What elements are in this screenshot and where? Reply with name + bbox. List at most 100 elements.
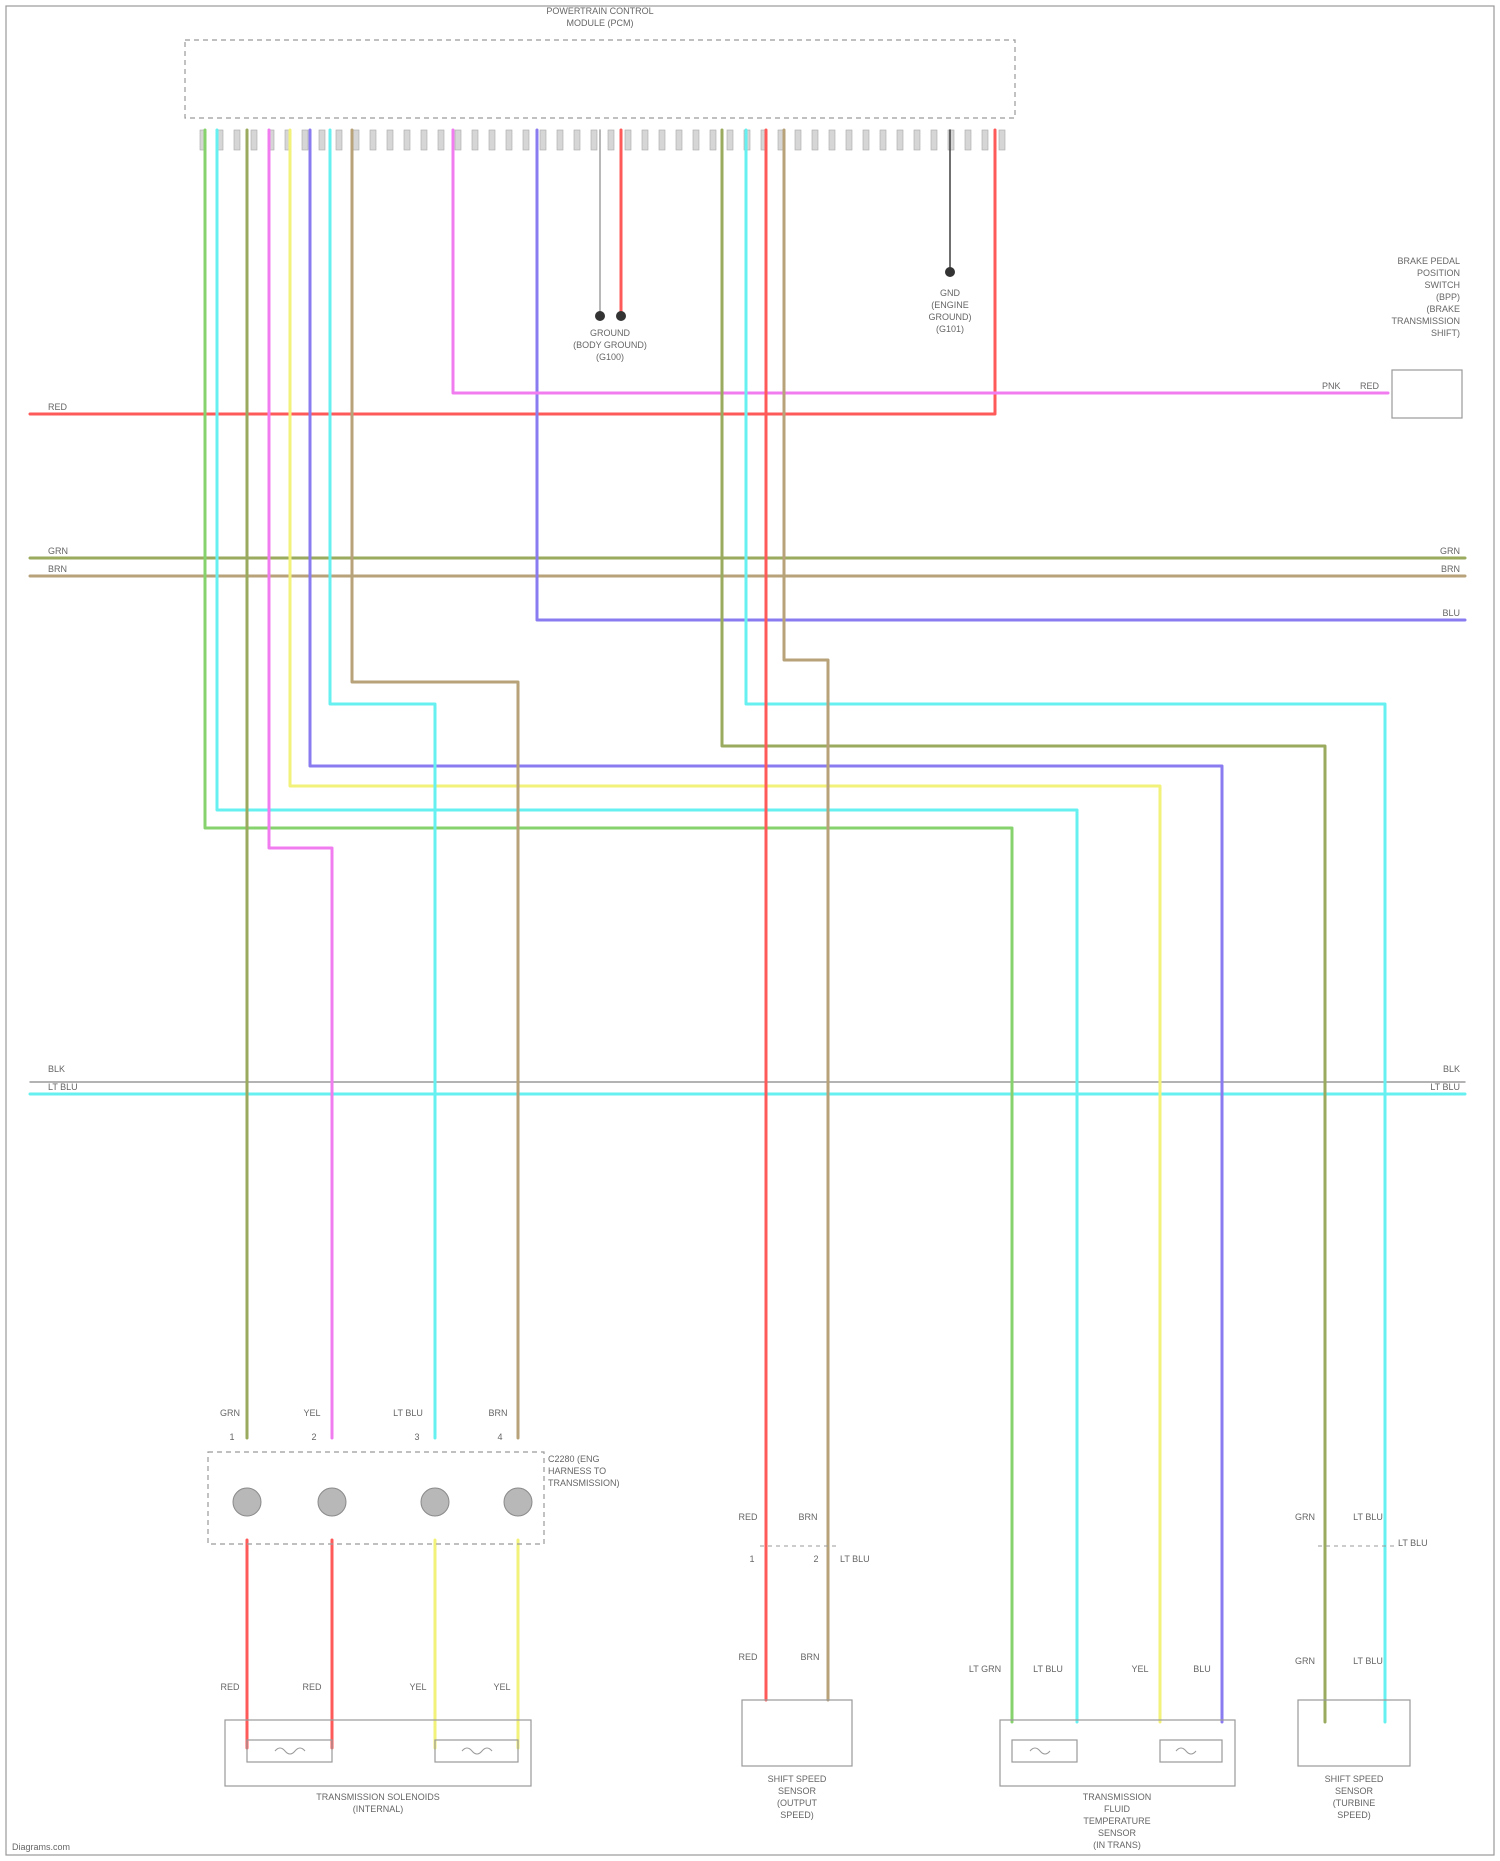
pcm-pin bbox=[472, 130, 478, 150]
bottom-mid-label-2: SENSOR bbox=[778, 1786, 817, 1796]
pcm-pin bbox=[353, 130, 359, 150]
wire-cyan-b bbox=[330, 130, 435, 1438]
wire-label-red-2: RED bbox=[302, 1682, 322, 1692]
wire-cyan-a bbox=[217, 130, 1077, 1722]
pcm-pin bbox=[506, 130, 512, 150]
pcm-pin bbox=[710, 130, 716, 150]
sensor-mid-pin1: 1 bbox=[749, 1554, 754, 1564]
pin-num-4: 4 bbox=[497, 1432, 502, 1442]
pcm-pin bbox=[863, 130, 869, 150]
bus3-right-label: BRN bbox=[1441, 564, 1460, 574]
trans-sensor-box bbox=[1000, 1720, 1235, 1786]
coil-symbol-2 bbox=[462, 1748, 492, 1754]
bus2-left-label: GRN bbox=[48, 546, 68, 556]
terminal-3 bbox=[421, 1488, 449, 1516]
sensor-mid-brn-label: BRN bbox=[798, 1512, 817, 1522]
ground-dot-1 bbox=[595, 311, 605, 321]
bus3-left-label: BRN bbox=[48, 564, 67, 574]
sensor-mid-red-label: RED bbox=[738, 1512, 758, 1522]
pin-label-grn: GRN bbox=[220, 1408, 240, 1418]
bus-red bbox=[30, 130, 995, 414]
pcm-pin bbox=[557, 130, 563, 150]
pin-label-yel: YEL bbox=[303, 1408, 320, 1418]
footer-label: Diagrams.com bbox=[12, 1842, 70, 1852]
sensor-mid-conn-label: LT BLU bbox=[840, 1554, 870, 1564]
pcm-pin bbox=[727, 130, 733, 150]
pcm-pin bbox=[982, 130, 988, 150]
pink-right-label-1: PNK bbox=[1322, 381, 1341, 391]
wire-pink-right bbox=[453, 130, 1388, 393]
pcm-pin bbox=[319, 130, 325, 150]
pcm-module-box bbox=[185, 40, 1015, 118]
bottom-mid-label-4: SPEED) bbox=[780, 1810, 814, 1820]
pink-right-label-2: RED bbox=[1360, 381, 1380, 391]
wire-pink-a bbox=[269, 130, 332, 1438]
pcm-pin bbox=[438, 130, 444, 150]
bottom-right1-label-2: FLUID bbox=[1104, 1804, 1131, 1814]
connector-label-1: C2280 (ENG bbox=[548, 1454, 600, 1464]
right-module-label-3: SWITCH bbox=[1425, 280, 1461, 290]
pin-label-ltblu: LT BLU bbox=[393, 1408, 423, 1418]
bottom-right1-label-5: (IN TRANS) bbox=[1093, 1840, 1141, 1850]
right-module-label-6: TRANSMISSION bbox=[1391, 316, 1460, 326]
ground-right-label-1: GND bbox=[940, 288, 961, 298]
solenoid-coil-1 bbox=[247, 1740, 332, 1762]
bottom-right2-label-1: SHIFT SPEED bbox=[1325, 1774, 1384, 1784]
sensor-mid-box bbox=[742, 1700, 852, 1766]
bottom-left-label-2: (INTERNAL) bbox=[353, 1804, 404, 1814]
bus6-left-label: LT BLU bbox=[48, 1082, 78, 1092]
pcm-pin bbox=[302, 130, 308, 150]
wire-label-yel-1: YEL bbox=[409, 1682, 426, 1692]
bottom-right1-label-4: SENSOR bbox=[1098, 1828, 1137, 1838]
ground-right-label-3: GROUND) bbox=[929, 312, 972, 322]
pcm-pin bbox=[914, 130, 920, 150]
pcm-pin bbox=[931, 130, 937, 150]
bottom-mid-label-3: (OUTPUT bbox=[777, 1798, 817, 1808]
ground-left-label-1: GROUND bbox=[590, 328, 630, 338]
pin-num-3: 3 bbox=[414, 1432, 419, 1442]
pcm-pin bbox=[370, 130, 376, 150]
sensor-right-grn-label: GRN bbox=[1295, 1512, 1315, 1522]
trans-yel-label: YEL bbox=[1131, 1664, 1148, 1674]
wire-olive-b bbox=[722, 130, 1325, 1722]
bus4-right-label: BLU bbox=[1442, 608, 1460, 618]
bottom-mid-label-1: SHIFT SPEED bbox=[768, 1774, 827, 1784]
solenoid-box bbox=[225, 1720, 531, 1786]
trans-ltblu-label: LT BLU bbox=[1033, 1664, 1063, 1674]
pcm-pin bbox=[540, 130, 546, 150]
right-module-label-4: (BPP) bbox=[1436, 292, 1460, 302]
pcm-pin bbox=[625, 130, 631, 150]
sensor-mid-red-label-2: RED bbox=[738, 1652, 758, 1662]
diagram-frame bbox=[6, 6, 1494, 1855]
pcm-pin bbox=[897, 130, 903, 150]
pcm-pin bbox=[829, 130, 835, 150]
pcm-pin bbox=[693, 130, 699, 150]
pcm-pin bbox=[455, 130, 461, 150]
ground-left-label-2: (BODY GROUND) bbox=[573, 340, 647, 350]
pin-num-1: 1 bbox=[229, 1432, 234, 1442]
terminal-4 bbox=[504, 1488, 532, 1516]
pcm-pin bbox=[880, 130, 886, 150]
pin-label-brn: BRN bbox=[488, 1408, 507, 1418]
trans-coil-1 bbox=[1012, 1740, 1077, 1762]
ground-dot-3 bbox=[945, 267, 955, 277]
pcm-pin bbox=[812, 130, 818, 150]
ground-right-label-2: (ENGINE bbox=[931, 300, 969, 310]
pcm-pin bbox=[251, 130, 257, 150]
pcm-pin bbox=[642, 130, 648, 150]
trans-coil-symbol-2 bbox=[1176, 1748, 1196, 1754]
terminal-2 bbox=[318, 1488, 346, 1516]
bus1-left-label: RED bbox=[48, 402, 68, 412]
pcm-pin bbox=[387, 130, 393, 150]
right-module-label-7: SHIFT) bbox=[1431, 328, 1460, 338]
bus6-right-label: LT BLU bbox=[1430, 1082, 1460, 1092]
pcm-pin bbox=[948, 130, 954, 150]
wire-label-red-1: RED bbox=[220, 1682, 240, 1692]
pcm-pin bbox=[846, 130, 852, 150]
bottom-right2-label-2: SENSOR bbox=[1335, 1786, 1374, 1796]
trans-coil-2 bbox=[1160, 1740, 1222, 1762]
sensor-right-box bbox=[1298, 1700, 1410, 1766]
pcm-pin bbox=[523, 130, 529, 150]
wire-yellow-a bbox=[290, 130, 1160, 1722]
